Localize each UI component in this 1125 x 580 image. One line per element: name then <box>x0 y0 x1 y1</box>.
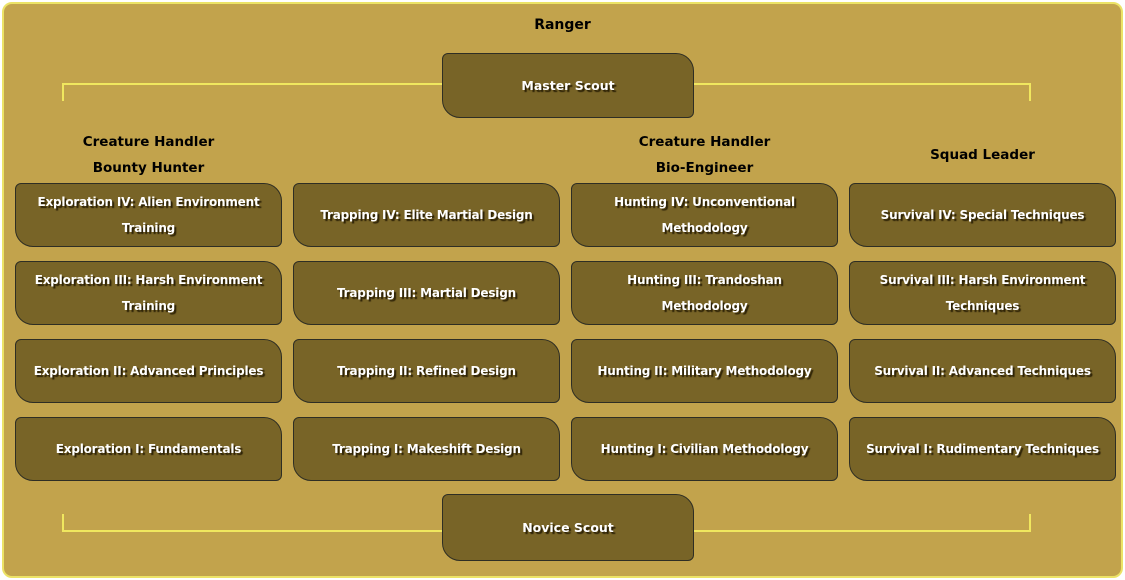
column-header-hunting: Creature Handler Bio-Engineer <box>638 134 771 176</box>
connector-bottom-left <box>62 514 443 532</box>
skill-box-hunting-ii[interactable]: Hunting II: Military Methodology <box>571 339 838 403</box>
skill-box-exploration-iv[interactable]: Exploration IV: Alien Environment Traini… <box>15 183 282 247</box>
skill-box-survival-ii[interactable]: Survival II: Advanced Techniques <box>849 339 1116 403</box>
master-scout-node[interactable]: Master Scout <box>442 53 694 118</box>
column-header-survival: Squad Leader <box>930 147 1035 163</box>
skill-box-trapping-iii[interactable]: Trapping III: Martial Design <box>293 261 560 325</box>
skill-box-hunting-iv[interactable]: Hunting IV: Unconventional Methodology <box>571 183 838 247</box>
skill-box-survival-iv[interactable]: Survival IV: Special Techniques <box>849 183 1116 247</box>
tree-title: Ranger <box>534 17 591 33</box>
column-header-exploration: Creature Handler Bounty Hunter <box>82 134 215 176</box>
skill-box-exploration-i[interactable]: Exploration I: Fundamentals <box>15 417 282 481</box>
connector-top-right <box>693 83 1031 101</box>
skill-box-survival-iii[interactable]: Survival III: Harsh Environment Techniqu… <box>849 261 1116 325</box>
skill-box-hunting-iii[interactable]: Hunting III: Trandoshan Methodology <box>571 261 838 325</box>
skill-grid: Exploration IV: Alien Environment Traini… <box>15 183 1116 481</box>
novice-scout-node[interactable]: Novice Scout <box>442 494 694 561</box>
skill-box-survival-i[interactable]: Survival I: Rudimentary Techniques <box>849 417 1116 481</box>
connector-bottom-right <box>693 514 1031 532</box>
skill-box-hunting-i[interactable]: Hunting I: Civilian Methodology <box>571 417 838 481</box>
connector-top-left <box>62 83 443 101</box>
column-header-trapping <box>293 127 560 183</box>
skill-box-trapping-ii[interactable]: Trapping II: Refined Design <box>293 339 560 403</box>
skill-box-exploration-iii[interactable]: Exploration III: Harsh Environment Train… <box>15 261 282 325</box>
column-headers: Creature Handler Bounty Hunter Creature … <box>15 127 1116 183</box>
skill-box-trapping-iv[interactable]: Trapping IV: Elite Martial Design <box>293 183 560 247</box>
skill-box-exploration-ii[interactable]: Exploration II: Advanced Principles <box>15 339 282 403</box>
skill-box-trapping-i[interactable]: Trapping I: Makeshift Design <box>293 417 560 481</box>
